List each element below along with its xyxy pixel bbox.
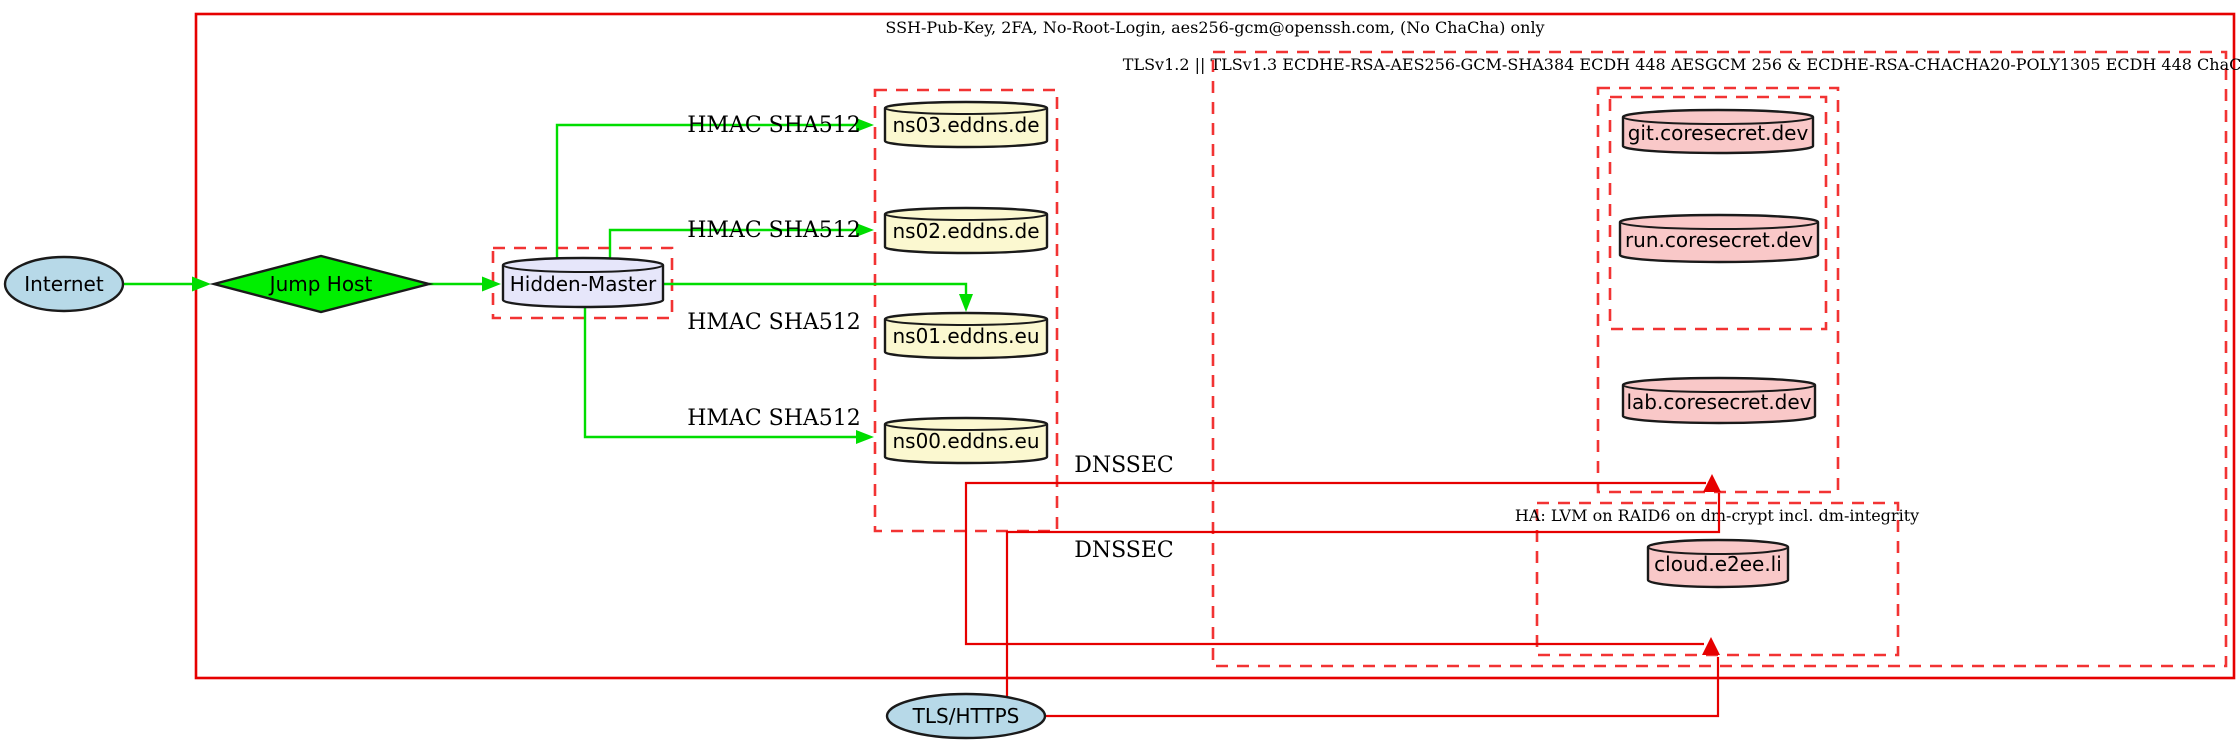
edge-internet-jumphost xyxy=(123,276,211,292)
edge-label-dnssec-2: DNSSEC xyxy=(1074,538,1174,563)
cylinder-rim xyxy=(1622,116,1814,125)
cylinder-rim xyxy=(1619,221,1819,230)
node-tls-https: TLS/HTTPS xyxy=(885,692,1047,740)
node-ns00: ns00.eddns.eu xyxy=(883,416,1049,465)
node-git-label: git.coresecret.dev xyxy=(1628,121,1809,145)
edge-label-dnssec-1: DNSSEC xyxy=(1074,453,1174,478)
node-lab-label: lab.coresecret.dev xyxy=(1626,390,1811,414)
cylinder-rim xyxy=(1647,546,1789,555)
cluster-tls: TLSv1.2 || TLSv1.3 ECDHE-RSA-AES256-GCM-… xyxy=(1123,50,2240,668)
edge-tlshttps-webfarm xyxy=(1005,493,1721,698)
node-hidden-master: Hidden-Master xyxy=(501,256,665,309)
node-tls-https-label: TLS/HTTPS xyxy=(912,704,1020,728)
edge-label-hmac-ns03: HMAC SHA512 xyxy=(687,113,861,138)
jump-host-diamond xyxy=(209,254,434,314)
node-ns01: ns01.eddns.eu xyxy=(883,311,1049,360)
cluster-ssh-title: SSH-Pub-Key, 2FA, No-Root-Login, aes256-… xyxy=(885,18,1544,37)
cylinder-rim xyxy=(884,213,1048,221)
node-cloud-label: cloud.e2ee.li xyxy=(1654,552,1782,576)
tls-https-ellipse xyxy=(885,692,1047,740)
cylinder-rim xyxy=(884,318,1048,326)
edge-dnsfarm-webfarm-dnssec xyxy=(964,481,1706,531)
edge-label-hmac-ns01: HMAC SHA512 xyxy=(687,310,861,335)
node-run-label: run.coresecret.dev xyxy=(1625,228,1813,252)
edge-tlshttps-ha xyxy=(1045,657,1720,718)
cylinder-rim xyxy=(884,423,1048,431)
node-internet-label: Internet xyxy=(24,272,104,296)
arrowhead-up-icon xyxy=(1702,637,1720,655)
node-ns03: ns03.eddns.de xyxy=(883,100,1049,149)
edge-jumphost-hiddenmaster xyxy=(429,276,501,292)
lab-cylinder xyxy=(1621,376,1817,425)
arrowhead-right-icon xyxy=(856,118,874,132)
cluster-ssh-border xyxy=(194,12,2236,680)
edge-hiddenmaster-ns01 xyxy=(663,282,973,312)
node-lab: lab.coresecret.dev xyxy=(1621,376,1817,425)
arrowhead-up-icon xyxy=(1703,474,1721,492)
internet-ellipse xyxy=(3,255,125,313)
cluster-tls-border xyxy=(1211,50,2228,668)
git-cylinder xyxy=(1621,108,1815,155)
arrowhead-right-icon xyxy=(192,276,211,292)
node-ns02: ns02.eddns.de xyxy=(883,206,1049,255)
arrowhead-down-icon xyxy=(959,294,973,312)
run-cylinder xyxy=(1618,213,1820,264)
cloud-cylinder xyxy=(1646,538,1790,589)
cylinder-rim xyxy=(502,264,664,273)
node-ns00-label: ns00.eddns.eu xyxy=(892,429,1039,453)
edge-hiddenmaster-ns00 xyxy=(583,305,874,444)
cylinder-rim xyxy=(884,107,1048,115)
edge-hiddenmaster-ns02 xyxy=(608,223,874,261)
node-ns02-label: ns02.eddns.de xyxy=(892,219,1039,243)
arrowhead-right-icon xyxy=(856,223,874,237)
node-run: run.coresecret.dev xyxy=(1618,213,1820,264)
edge-dnsfarm-ha-dnssec xyxy=(964,531,1704,646)
cluster-ssh: SSH-Pub-Key, 2FA, No-Root-Login, aes256-… xyxy=(194,12,2236,680)
cluster-tls-title: TLSv1.2 || TLSv1.3 ECDHE-RSA-AES256-GCM-… xyxy=(1123,55,2240,74)
node-jump-host-label: Jump Host xyxy=(268,272,373,296)
node-git: git.coresecret.dev xyxy=(1621,108,1815,155)
node-jump-host: Jump Host xyxy=(209,254,434,314)
edge-label-hmac-ns02: HMAC SHA512 xyxy=(687,218,861,243)
arrowhead-right-icon xyxy=(482,276,501,292)
node-ns03-label: ns03.eddns.de xyxy=(892,113,1039,137)
node-cloud: cloud.e2ee.li xyxy=(1646,538,1790,589)
node-hidden-master-label: Hidden-Master xyxy=(510,272,657,296)
node-internet: Internet xyxy=(3,255,125,313)
cylinder-rim xyxy=(1622,384,1816,393)
node-ns01-label: ns01.eddns.eu xyxy=(892,324,1039,348)
cluster-ha-title: HA: LVM on RAID6 on dm-crypt incl. dm-in… xyxy=(1515,506,1919,525)
arrowhead-right-icon xyxy=(856,430,874,444)
edge-hiddenmaster-ns03 xyxy=(555,118,874,261)
cluster-web-farm-inner-border xyxy=(1608,95,1828,331)
edge-label-hmac-ns00: HMAC SHA512 xyxy=(687,406,861,431)
